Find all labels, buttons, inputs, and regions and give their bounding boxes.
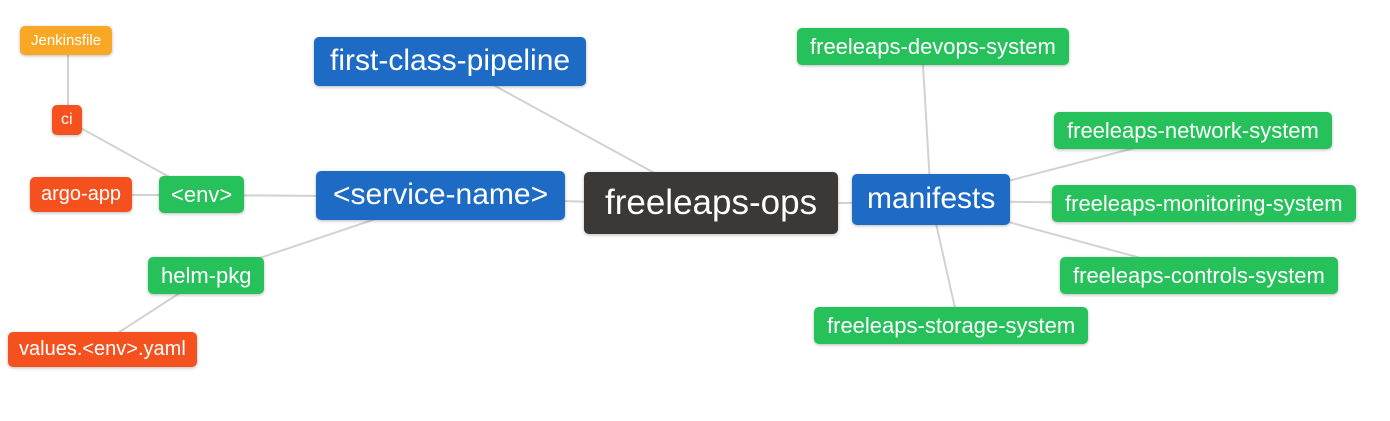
node-first-class-pipeline[interactable]: first-class-pipeline: [314, 37, 587, 86]
node-freeleaps-controls-system[interactable]: freeleaps-controls-system: [1060, 257, 1338, 295]
node-manifests[interactable]: manifests: [852, 174, 1011, 225]
node-freeleaps-devops-system[interactable]: freeleaps-devops-system: [797, 28, 1069, 66]
node-values-env-yaml[interactable]: values.<env>.yaml: [8, 332, 197, 367]
node-service-name[interactable]: <service-name>: [316, 171, 566, 220]
node-ci[interactable]: ci: [52, 105, 82, 136]
node-freeleaps-storage-system[interactable]: freeleaps-storage-system: [814, 307, 1089, 345]
node-env[interactable]: <env>: [159, 176, 245, 214]
node-argo-app[interactable]: argo-app: [30, 177, 133, 212]
node-helm-pkg[interactable]: helm-pkg: [148, 257, 265, 295]
node-freeleaps-ops[interactable]: freeleaps-ops: [584, 172, 839, 235]
node-jenkinsfile[interactable]: Jenkinsfile: [20, 26, 113, 56]
node-freeleaps-monitoring-system[interactable]: freeleaps-monitoring-system: [1052, 185, 1356, 223]
node-freeleaps-network-system[interactable]: freeleaps-network-system: [1054, 112, 1332, 150]
